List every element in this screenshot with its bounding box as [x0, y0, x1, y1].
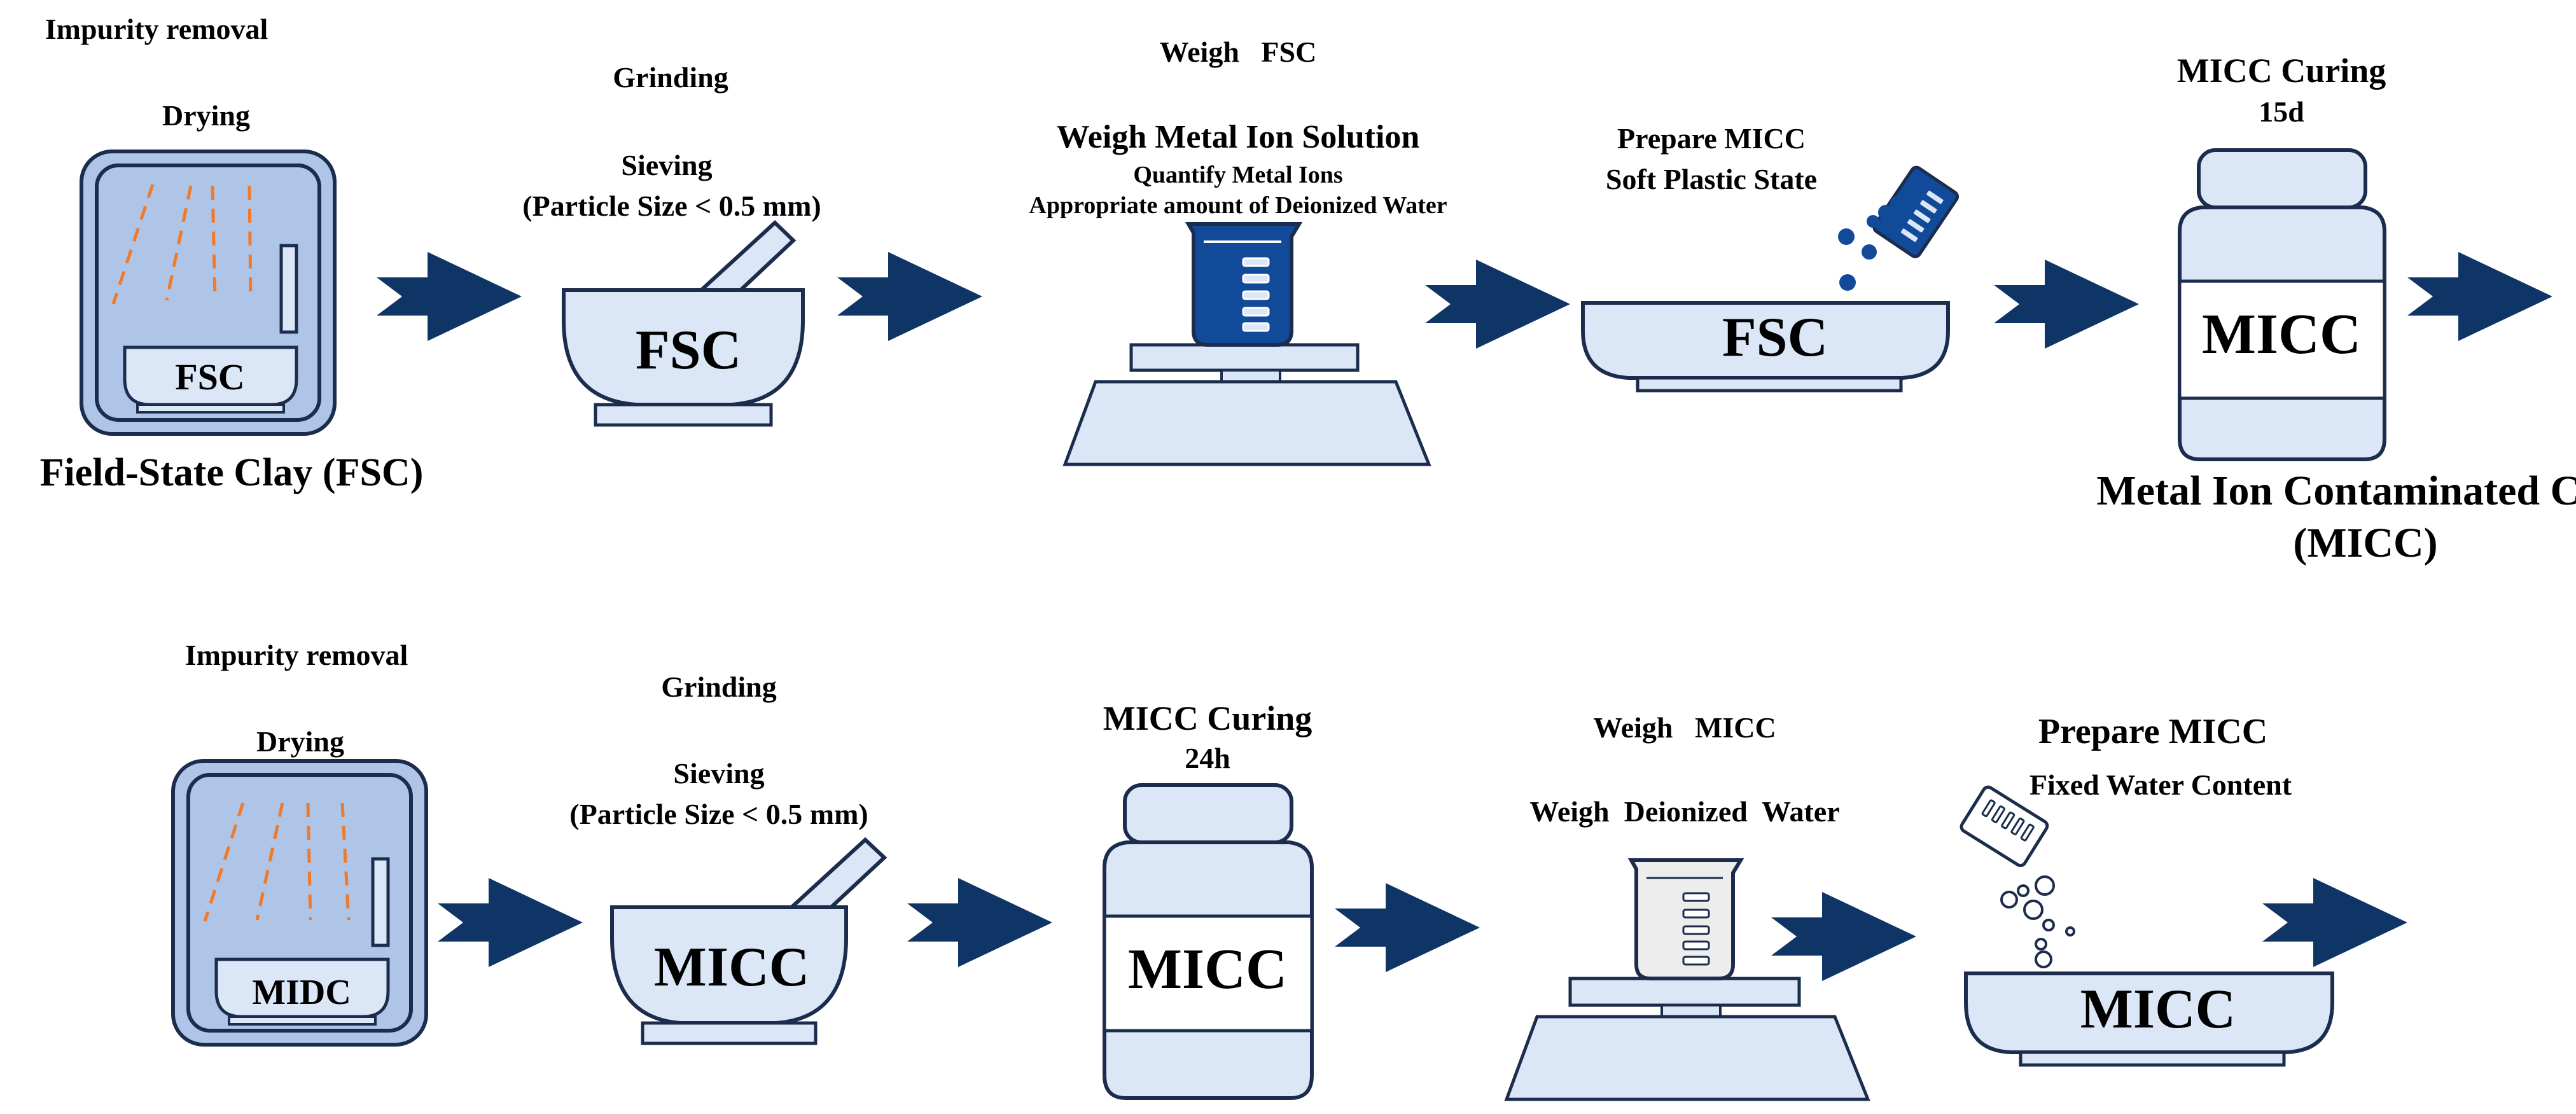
flow-arrow-icon: [2407, 252, 2552, 341]
flow-arrow-icon: [438, 878, 583, 967]
oven-icon: [171, 759, 428, 1047]
top-step4-title: Prepare MICC: [1617, 122, 1806, 155]
flow-arrow-icon: [1771, 892, 1916, 981]
balance-scale-icon: [1062, 343, 1431, 466]
bottom-step4-subtitle: Weigh Deionized Water: [1529, 795, 1840, 828]
bottom-step4-title: Weigh MICC: [1593, 711, 1776, 744]
top-step2-title: Grinding: [613, 61, 728, 94]
bottom-step3-duration: 24h: [1185, 742, 1230, 774]
bottom-step1-subtitle: Drying: [256, 725, 344, 758]
mortar-pestle-icon: [562, 219, 805, 427]
top-step1-caption: Field-State Clay (FSC): [39, 451, 424, 494]
mortar-pestle-icon: [610, 837, 888, 1045]
bottom-step2-title: Grinding: [661, 671, 777, 703]
beaker-icon: [1185, 222, 1303, 347]
bottom-step3-title: MICC Curing: [1103, 699, 1312, 737]
flow-arrow-icon: [1335, 883, 1480, 972]
top-step3-subtitle: Weigh Metal Ion Solution: [1056, 119, 1420, 155]
top-bowl-label: FSC: [1722, 307, 1828, 368]
top-step2-detail: (Particle Size < 0.5 mm): [522, 190, 821, 222]
bottom-oven-label: MIDC: [252, 973, 351, 1012]
bottom-step2-detail: (Particle Size < 0.5 mm): [569, 798, 868, 830]
flow-arrow-icon: [1425, 260, 1570, 349]
bottom-mortar-label: MICC: [653, 936, 810, 998]
flow-arrow-icon: [377, 252, 522, 341]
top-oven-label: FSC: [175, 356, 245, 398]
bottom-step1-title: Impurity removal: [184, 639, 408, 671]
top-step5-caption-line2: (MICC): [2293, 520, 2438, 566]
top-step5-caption-line1: Metal Ion Contaminated Clay: [2096, 468, 2576, 514]
top-step3-title: Weigh FSC: [1159, 36, 1317, 68]
balance-scale-icon: [1504, 977, 1870, 1101]
bottom-step5-subtitle: Fixed Water Content: [2029, 769, 2292, 801]
bottom-bowl-label: MICC: [2080, 978, 2236, 1040]
top-step4-subtitle: Soft Plastic State: [1605, 163, 1818, 195]
mixing-bowl-icon: [1581, 301, 1950, 393]
bottom-jar-label: MICC: [1128, 938, 1287, 1001]
beaker-icon: [1627, 858, 1744, 980]
droplets: [1838, 195, 1907, 291]
flow-arrow-icon: [837, 252, 982, 341]
flow-arrow-icon: [1994, 260, 2139, 349]
top-step5-duration: 15d: [2259, 95, 2304, 128]
top-step5-title: MICC Curing: [2176, 52, 2386, 90]
top-step1-subtitle: Drying: [162, 99, 250, 132]
oven-icon: [80, 150, 337, 436]
top-step3-detail2: Appropriate amount of Deionized Water: [1029, 192, 1447, 219]
top-step3-detail1: Quantify Metal Ions: [1133, 162, 1343, 188]
storage-jar-icon: [1103, 783, 1314, 1100]
top-jar-label: MICC: [2202, 303, 2361, 366]
bottom-step5-title: Prepare MICC: [2038, 712, 2268, 751]
top-step1-title: Impurity removal: [45, 13, 268, 45]
top-mortar-label: FSC: [635, 319, 742, 381]
pouring-beaker-icon: [1960, 785, 2049, 867]
mixing-bowl-icon: [1964, 971, 2334, 1067]
top-step2-subtitle: Sieving: [621, 149, 713, 181]
bubbles: [2000, 875, 2075, 968]
storage-jar-icon: [2178, 148, 2386, 461]
bottom-step2-subtitle: Sieving: [673, 757, 765, 790]
flow-arrow-icon: [2262, 878, 2407, 967]
flow-arrow-icon: [907, 878, 1052, 967]
